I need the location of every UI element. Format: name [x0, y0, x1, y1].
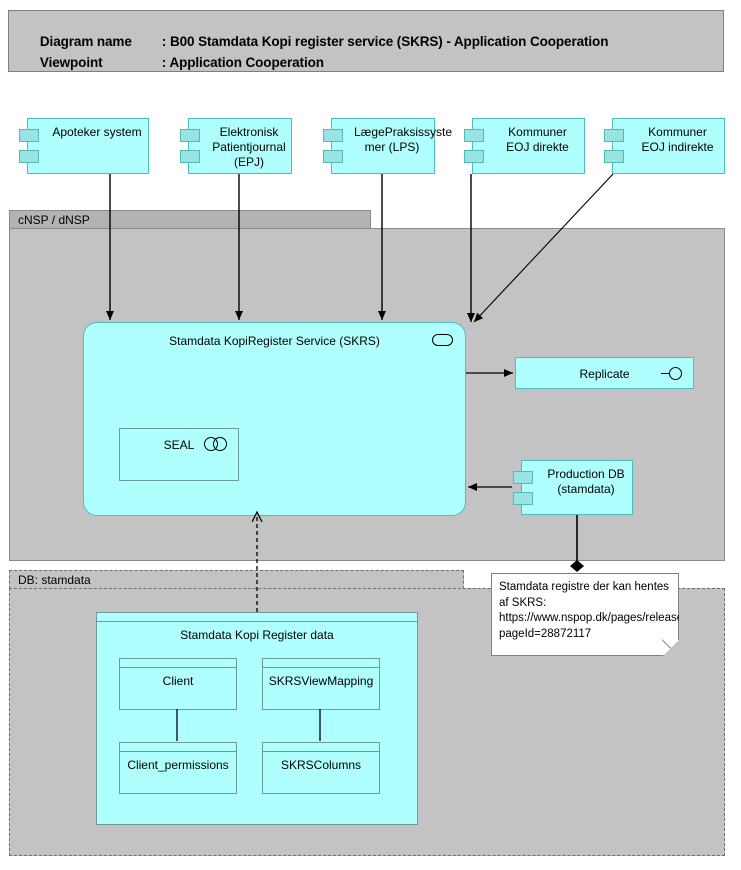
component-label: Apoteker system [52, 125, 142, 139]
application-component-icon [464, 150, 484, 163]
diagram-title-banner: Diagram name: B00 Stamdata Kopi register… [8, 10, 724, 72]
group-label-db-stamdata: DB: stamdata [18, 573, 91, 587]
service-label: Stamdata KopiRegister Service (SKRS) [169, 334, 380, 348]
data-object-icon [263, 743, 379, 752]
data-object-icon [120, 743, 236, 752]
viewpoint-key: Viewpoint [39, 55, 103, 70]
application-component-icon [513, 492, 533, 505]
data-object-client[interactable]: Client [119, 658, 237, 710]
diagram-name-key: Diagram name [39, 34, 132, 49]
group-label-cnsp: cNSP / dNSP [18, 213, 90, 227]
data-object-client-permissions[interactable]: Client_permissions [119, 742, 237, 794]
component-laegepraksissystemer-lps[interactable]: LægePraksissyste mer (LPS) [323, 118, 453, 174]
application-component-icon [180, 129, 200, 142]
component-apoteker-system[interactable]: Apoteker system [19, 118, 149, 174]
component-label: Elektronisk Patientjournal (EPJ) [212, 125, 286, 169]
interface-label: Replicate [579, 367, 630, 381]
data-object-skrsviewmapping[interactable]: SKRSViewMapping [262, 658, 380, 710]
component-elektronisk-patientjournal[interactable]: Elektronisk Patientjournal (EPJ) [180, 118, 292, 174]
diagram-name-separator: : [161, 34, 170, 49]
note-stamdata-registre[interactable]: Stamdata registre der kan hentes af SKRS… [491, 573, 679, 656]
data-object-label: Client_permissions [127, 758, 229, 772]
diagram-name-line: Diagram name: B00 Stamdata Kopi register… [18, 19, 609, 64]
application-component-icon [19, 129, 39, 142]
viewpoint-separator: : [161, 55, 170, 70]
application-component-icon [464, 129, 484, 142]
group-tab-cnsp[interactable]: cNSP / dNSP [9, 210, 371, 229]
component-label: LægePraksissyste mer (LPS) [354, 125, 453, 154]
data-object-icon [97, 613, 417, 622]
group-tab-db-stamdata[interactable]: DB: stamdata [9, 570, 464, 589]
application-component-icon [323, 150, 343, 163]
component-label: Kommuner EOJ direkte [506, 125, 569, 154]
application-collaboration-seal[interactable]: SEAL [119, 428, 239, 481]
data-object-stamdata-kopi-register-data[interactable]: Stamdata Kopi Register data Client SKRSV… [96, 612, 418, 825]
application-interface-icon [661, 367, 683, 381]
component-kommuner-eoj-direkte[interactable]: Kommuner EOJ direkte [464, 118, 585, 174]
application-service-skrs[interactable]: Stamdata KopiRegister Service (SKRS) SEA… [83, 322, 466, 516]
application-collaboration-icon [204, 437, 228, 451]
viewpoint-line: Viewpoint: Application Cooperation [18, 40, 324, 85]
viewpoint-value: Application Cooperation [169, 55, 324, 70]
data-object-label: Stamdata Kopi Register data [180, 628, 334, 642]
data-object-label: SKRSColumns [280, 758, 362, 772]
diagram-name-value: B00 Stamdata Kopi register service (SKRS… [169, 34, 609, 49]
component-label: Kommuner EOJ indirekte [641, 125, 714, 154]
component-kommuner-eoj-indirekte[interactable]: Kommuner EOJ indirekte [604, 118, 725, 174]
application-component-icon [604, 150, 624, 163]
application-service-icon [432, 334, 453, 346]
application-component-icon [323, 129, 343, 142]
application-component-icon [19, 150, 39, 163]
application-component-icon [604, 129, 624, 142]
component-production-db[interactable]: Production DB (stamdata) [513, 460, 633, 515]
application-component-icon [513, 471, 533, 484]
component-label: Production DB (stamdata) [547, 467, 625, 496]
application-component-icon [180, 150, 200, 163]
data-object-icon [263, 659, 379, 668]
data-object-icon [120, 659, 236, 668]
data-object-skrscolumns[interactable]: SKRSColumns [262, 742, 380, 794]
data-object-label: Client [162, 674, 194, 688]
collaboration-label: SEAL [163, 438, 195, 452]
application-interface-replicate[interactable]: Replicate [515, 357, 694, 389]
data-object-label: SKRSViewMapping [268, 674, 374, 688]
